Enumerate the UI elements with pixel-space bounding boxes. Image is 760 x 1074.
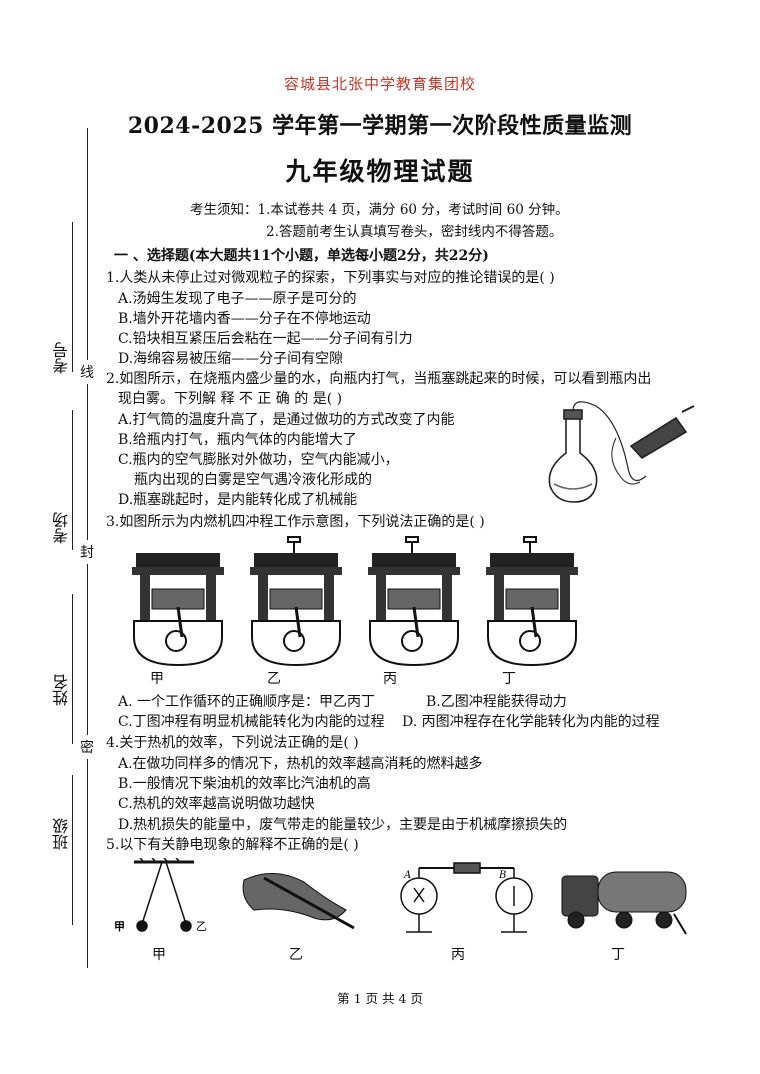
section-1-title: 一 、选择题(本大题共11个小题，单选每小题2分，共22分): [114, 248, 489, 264]
q5-figure-label-ding: 丁: [611, 947, 625, 963]
q5-ball-label-jia: 甲: [114, 920, 125, 933]
tanker-truck-icon: [561, 871, 687, 935]
q3-figure-label-yi: 乙: [267, 671, 281, 687]
q3-option-a: A. 一个工作循环的正确顺序是：甲乙丙丁: [118, 694, 376, 710]
engine-jia-icon: [130, 551, 226, 667]
q2-flask-pump-figure: [548, 401, 695, 503]
q5-stem: 5.以下有关静电现象的解释不正确的是( ): [106, 837, 359, 853]
q3-engine-figures: [130, 536, 580, 667]
q5-static-figures: 甲 乙 A B: [114, 858, 687, 935]
q2-option-b: B.给瓶内打气，瓶内气体的内能增大了: [118, 432, 357, 448]
field-underline-kaohao: [72, 222, 73, 372]
field-underline-xingming: [72, 594, 73, 744]
q3-option-c: C.丁图冲程有明显机械能转化为内能的过程: [118, 714, 385, 730]
q5-ball-label-yi: 乙: [196, 920, 207, 933]
field-label-kaohao: 考号: [52, 342, 71, 374]
q4-option-d: D.热机损失的能量中，废气带走的能量较少，主要是由于机械摩擦损失的: [118, 817, 568, 833]
notice-line-2: 2.答题前考生认真填写卷头，密封线内不得答题。: [266, 224, 563, 240]
q4-option-a: A.在做功同样多的情况下，热机的效率越高消耗的燃料越多: [118, 756, 483, 772]
q5-figure-label-bing: 丙: [451, 947, 465, 963]
hanging-balls-icon: [134, 858, 194, 932]
seal-char-mi: 密: [80, 735, 94, 759]
q2-option-c: C.瓶内的空气膨胀对外做功，空气内能减小，: [118, 452, 399, 468]
electroscopes-icon: [400, 862, 533, 933]
school-name: 容城县北张中学教育集团校: [283, 75, 476, 93]
q1-option-d: D.海绵容易被压缩——分子间有空隙: [118, 351, 344, 367]
q4-option-c: C.热机的效率越高说明做功越快: [118, 796, 315, 812]
subject-title: 九年级物理试题: [285, 157, 475, 186]
q1-option-b: B.墙外开花墙内香——分子在不停地运动: [118, 311, 371, 327]
field-label-banji: 班级: [52, 818, 71, 850]
flask-icon: [548, 417, 598, 503]
q1-option-a: A.汤姆生发现了电子——原子是可分的: [118, 291, 357, 307]
field-label-kaochang: 考场: [52, 512, 71, 544]
field-underline-banji: [72, 775, 73, 925]
engine-ding-icon: [484, 551, 580, 667]
q2-option-c-cont: 瓶内出现的白雾是空气遇冷液化形成的: [134, 472, 372, 488]
seal-char-feng: 封: [80, 540, 94, 564]
page-footer: 第 1 页 共 4 页: [337, 991, 423, 1006]
q4-option-b: B.一般情况下柴油机的效率比汽油机的高: [118, 776, 371, 792]
notice-line-1: 考生须知：1.本试卷共 4 页，满分 60 分，考试时间 60 分钟。: [190, 202, 569, 218]
q2-option-a: A.打气筒的温度升高了，是通过做功的方式改变了内能: [118, 412, 455, 428]
engine-bing-icon: [366, 551, 462, 667]
seal-char-xian: 线: [80, 360, 94, 384]
q1-stem: 1.人类从未停止过对微观粒子的探索，下列事实与对应的推论错误的是( ): [106, 270, 555, 286]
q3-option-b: B.乙图冲程能获得动力: [426, 694, 567, 710]
q3-figure-label-jia: 甲: [150, 671, 164, 687]
q3-figure-label-bing: 丙: [383, 671, 397, 687]
field-underline-kaochang: [72, 410, 73, 550]
hand-rubbing-rod-icon: [242, 872, 355, 930]
q2-stem-1: 2.如图所示，在烧瓶内盛少量的水，向瓶内打气，当瓶塞跳起来的时候，可以看到瓶内出: [106, 371, 652, 387]
q5-figure-label-yi: 乙: [289, 947, 303, 963]
electroscope-label-a: A: [403, 870, 411, 881]
q3-figure-label-ding: 丁: [502, 671, 516, 687]
air-pump-icon: [629, 416, 688, 460]
question-area: 一 、选择题(本大题共11个小题，单选每小题2分，共22分) 1.人类从未停止过…: [106, 0, 726, 1074]
q5-figure-label-jia: 甲: [152, 947, 166, 963]
engine-yi-icon: [248, 551, 344, 667]
q3-option-d: D. 丙图冲程存在化学能转化为内能的过程: [402, 714, 660, 730]
q2-option-d: D.瓶塞跳起时，是内能转化成了机械能: [118, 492, 358, 508]
field-label-xingming: 姓名: [52, 674, 71, 706]
exam-title: 2024-2025 学年第一学期第一次阶段性质量监测: [127, 113, 633, 139]
q4-stem: 4.关于热机的效率，下列说法正确的是( ): [106, 735, 359, 751]
q2-stem-2: 现白雾。下列解 释 不 正 确 的 是( ): [118, 391, 343, 407]
q1-option-c: C.铅块相互紧压后会粘在一起——分子间有引力: [118, 331, 413, 347]
electroscope-label-b: B: [498, 870, 506, 881]
q3-stem: 3.如图所示为内燃机四冲程工作示意图，下列说法正确的是( ): [106, 514, 485, 530]
